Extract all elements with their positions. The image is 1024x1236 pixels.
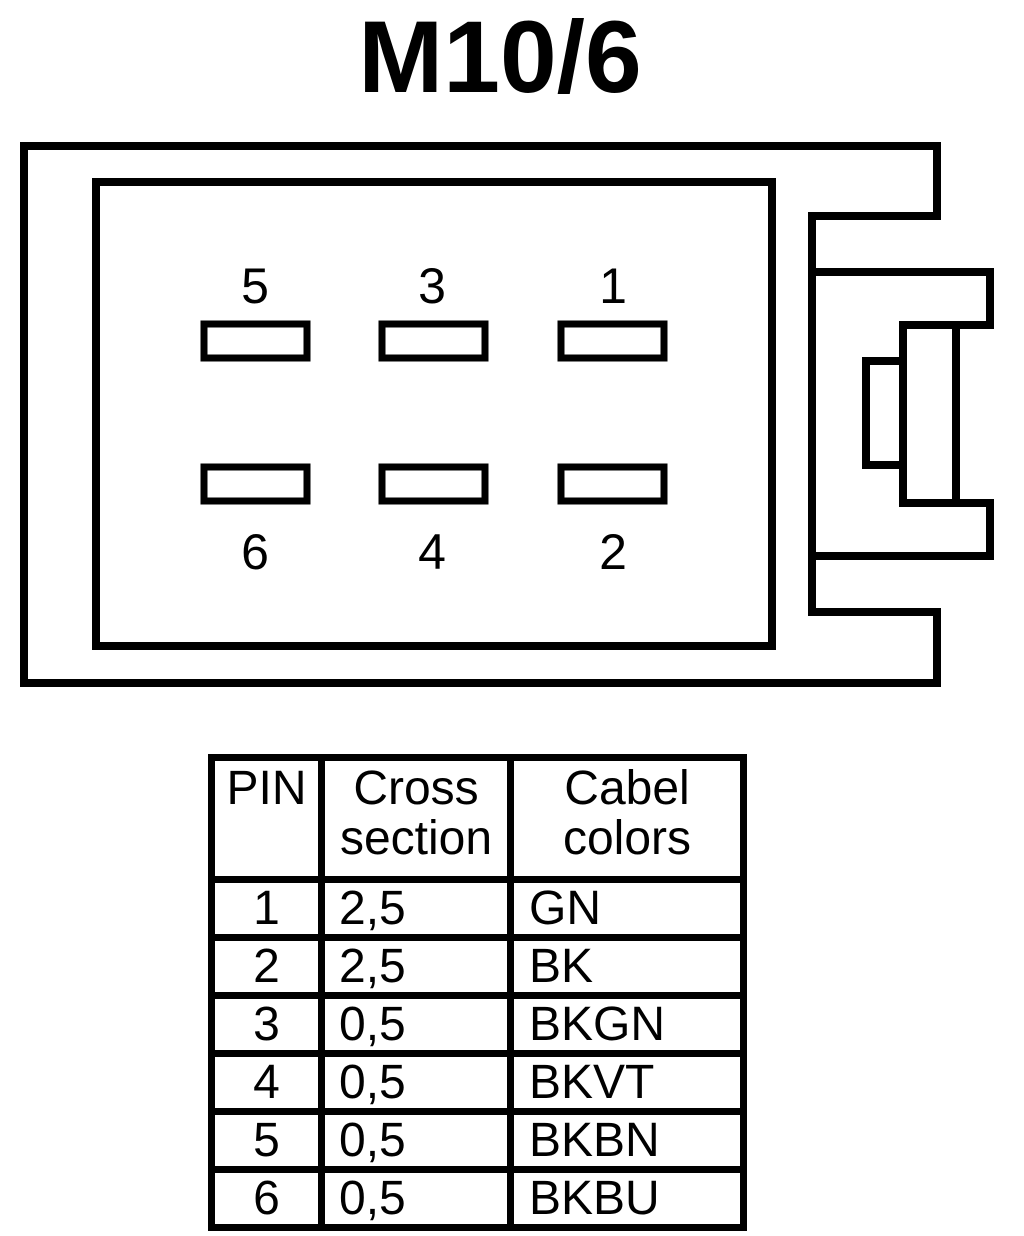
cable-color-cell: GN	[507, 876, 747, 941]
cross-section-cell: 0,5	[318, 1108, 514, 1173]
pin-slot-1	[557, 320, 668, 362]
table-row: 5 0,5 BKBN	[208, 1108, 747, 1173]
pin-assignment-table: PIN Cross section Cabel colors 1 2,5 GN …	[208, 754, 747, 1231]
cable-color-cell: BKVT	[507, 1050, 747, 1115]
latch-slot	[899, 321, 960, 507]
connector-face-outline	[92, 178, 776, 650]
pin-cell: 6	[208, 1166, 325, 1231]
table-header-row: PIN Cross section Cabel colors	[208, 754, 747, 883]
pin-label-4: 4	[418, 524, 446, 580]
header-cross-section: Cross section	[318, 754, 514, 883]
pin-cell: 1	[208, 876, 325, 941]
pin-cell: 4	[208, 1050, 325, 1115]
cable-color-cell: BKBN	[507, 1108, 747, 1173]
pin-cell: 2	[208, 934, 325, 999]
table-row: 6 0,5 BKBU	[208, 1166, 747, 1231]
cable-color-cell: BK	[507, 934, 747, 999]
cable-color-cell: BKBU	[507, 1166, 747, 1231]
pin-cell: 5	[208, 1108, 325, 1173]
cross-section-cell: 0,5	[318, 992, 514, 1057]
table-row: 2 2,5 BK	[208, 934, 747, 999]
cross-section-cell: 2,5	[318, 934, 514, 999]
pin-slot-3	[378, 320, 489, 362]
latch-tab	[862, 357, 907, 469]
table-row: 1 2,5 GN	[208, 876, 747, 941]
pin-label-3: 3	[418, 258, 446, 314]
page-title: M10/6	[358, 0, 642, 114]
pin-slot-6	[200, 463, 311, 505]
pin-slot-5	[200, 320, 311, 362]
table-row: 3 0,5 BKGN	[208, 992, 747, 1057]
cross-section-cell: 2,5	[318, 876, 514, 941]
header-cable-colors: Cabel colors	[507, 754, 747, 883]
pin-cell: 3	[208, 992, 325, 1057]
header-pin: PIN	[208, 754, 325, 883]
cable-color-cell: BKGN	[507, 992, 747, 1057]
pin-label-5: 5	[241, 258, 269, 314]
pin-label-1: 1	[599, 258, 627, 314]
pin-label-2: 2	[599, 524, 627, 580]
pin-slot-4	[378, 463, 489, 505]
cross-section-cell: 0,5	[318, 1050, 514, 1115]
pin-label-6: 6	[241, 524, 269, 580]
table-row: 4 0,5 BKVT	[208, 1050, 747, 1115]
pin-slot-2	[557, 463, 668, 505]
cross-section-cell: 0,5	[318, 1166, 514, 1231]
